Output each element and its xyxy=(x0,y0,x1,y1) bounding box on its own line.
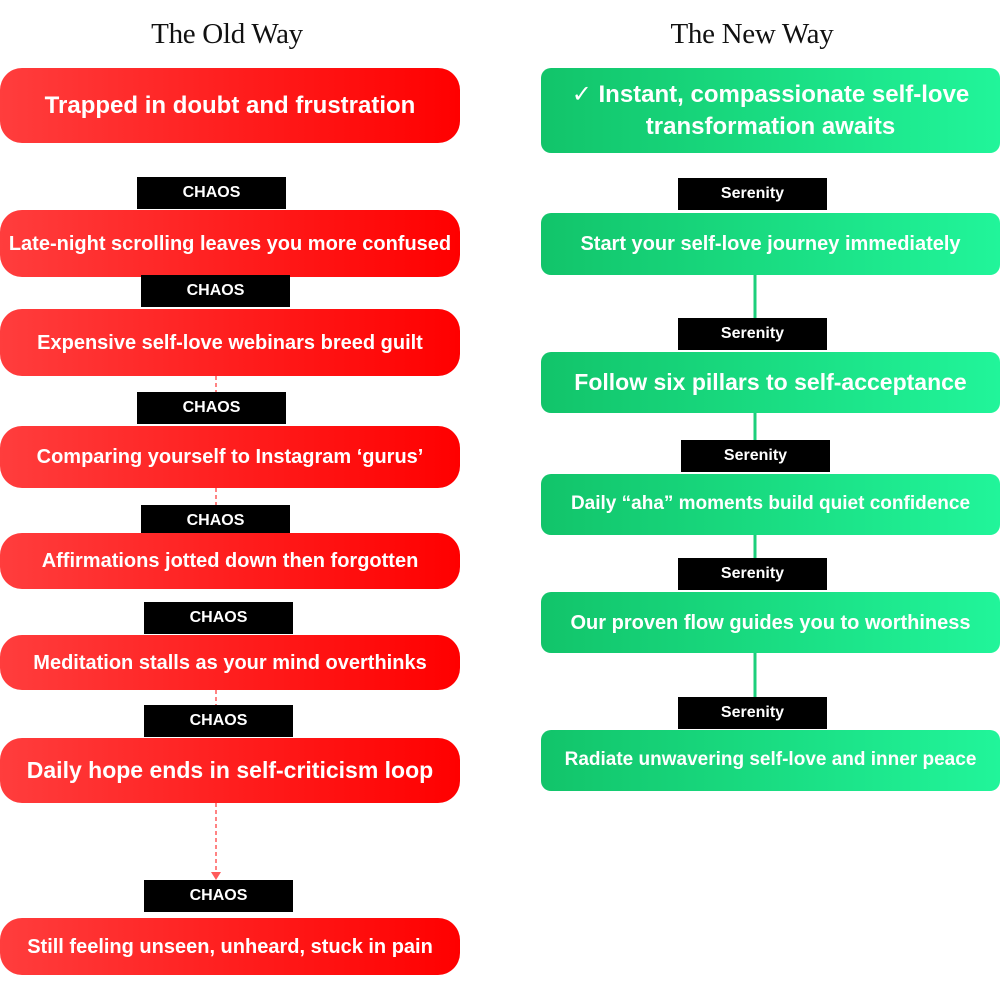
new-step-4: Daily “aha” moments build quiet confiden… xyxy=(541,474,1000,535)
new-step-2: Start your self-love journey immediately xyxy=(541,213,1000,275)
new-step-3: Follow six pillars to self-acceptance xyxy=(541,352,1000,413)
chaos-tag-7: CHAOS xyxy=(144,880,293,912)
chaos-tag-6: CHAOS xyxy=(144,705,293,737)
chaos-tag-3: CHAOS xyxy=(137,392,286,424)
old-way-title: The Old Way xyxy=(151,18,303,50)
old-step-3: Expensive self-love webinars breed guilt xyxy=(0,309,460,376)
old-step-1: Trapped in doubt and frustration xyxy=(0,68,460,143)
serenity-tag-4: Serenity xyxy=(678,558,827,590)
old-step-8: Still feeling unseen, unheard, stuck in … xyxy=(0,918,460,975)
new-way-title: The New Way xyxy=(670,18,834,50)
new-step-5: Our proven flow guides you to worthiness xyxy=(541,592,1000,653)
new-step-1: ✓ Instant, compassionate self-love trans… xyxy=(541,68,1000,153)
chaos-tag-5: CHAOS xyxy=(144,602,293,634)
chaos-tag-4: CHAOS xyxy=(141,505,290,537)
old-step-2: Late-night scrolling leaves you more con… xyxy=(0,210,460,277)
serenity-tag-5: Serenity xyxy=(678,697,827,729)
serenity-tag-1: Serenity xyxy=(678,178,827,210)
chaos-tag-2: CHAOS xyxy=(141,275,290,307)
serenity-tag-2: Serenity xyxy=(678,318,827,350)
serenity-tag-3: Serenity xyxy=(681,440,830,472)
old-step-5: Affirmations jotted down then forgotten xyxy=(0,533,460,589)
new-step-6: Radiate unwavering self-love and inner p… xyxy=(541,730,1000,791)
old-step-7: Daily hope ends in self-criticism loop xyxy=(0,738,460,803)
old-step-4: Comparing yourself to Instagram ‘gurus’ xyxy=(0,426,460,488)
old-step-6: Meditation stalls as your mind overthink… xyxy=(0,635,460,690)
chaos-tag-1: CHAOS xyxy=(137,177,286,209)
old-connector-4-arrowhead xyxy=(211,872,221,880)
